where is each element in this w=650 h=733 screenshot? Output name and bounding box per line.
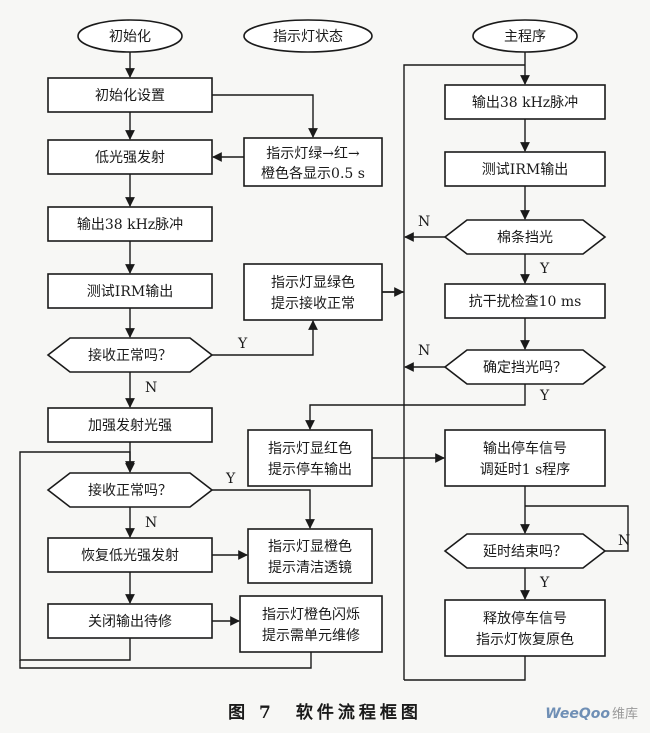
line-setup-to-cycle (212, 94, 318, 138)
box-release-line2: 指示灯恢复原色 (476, 631, 574, 648)
box-init-setup-label: 初始化设置 (95, 87, 165, 104)
box-output-pulse-right-label: 输出38 kHz脉冲 (472, 95, 578, 111)
decision-delay-done-label: 延时结束吗？ (483, 544, 567, 560)
box-release-line1: 释放停车信号 (483, 610, 567, 627)
box-anti-jam-label: 抗干扰检查10 ms (469, 294, 582, 310)
box-test-irm-left-label: 测试IRM输出 (87, 284, 173, 300)
label-confirm-no: N (418, 343, 430, 359)
box-test-irm-right-label: 测试IRM输出 (482, 162, 568, 178)
label-decision1-yes: Y (237, 336, 248, 352)
terminal-led-state-label: 指示灯状态 (273, 29, 343, 45)
box-anti-jam (444, 283, 606, 319)
box-led-green-line1: 指示灯显绿色 (271, 274, 355, 291)
decision-blocked-label: 棉条挡光 (497, 229, 553, 246)
line-decision1-yes (212, 320, 318, 356)
line-flash-bottom (19, 652, 312, 669)
decision-confirm-blocked-label: 确定挡光吗？ (483, 360, 567, 376)
label-decision2-no: N (145, 515, 157, 531)
label-blocked-yes: Y (539, 261, 550, 277)
label-blocked-no: N (418, 214, 430, 230)
terminal-main-label: 主程序 (504, 29, 546, 45)
terminal-init-label: 初始化 (109, 28, 151, 45)
box-led-orange-line2: 提示清洁透镜 (268, 560, 352, 576)
box-led-green (243, 263, 383, 321)
watermark-brand: WeeQoo (545, 706, 610, 722)
label-delay-yes: Y (539, 575, 550, 591)
decision-receive-ok-2-label: 接收正常吗？ (88, 482, 172, 499)
box-stop-signal-line1: 输出停车信号 (483, 440, 567, 457)
figure-caption: 图 7 软件流程框图 (228, 703, 422, 723)
terminal-led-state (243, 19, 373, 53)
watermark-site: 维库 (611, 707, 638, 722)
line-loop-back (19, 451, 135, 661)
line-confirm-yes (305, 384, 526, 430)
box-led-orange-line1: 指示灯显橙色 (268, 538, 352, 555)
box-test-irm-right (444, 151, 606, 187)
box-stop-signal (444, 429, 606, 487)
box-led-cycle-line1: 指示灯绿→红→ (266, 146, 360, 162)
label-confirm-yes: Y (539, 388, 550, 404)
box-shutdown-label: 关闭输出待修 (88, 614, 172, 630)
box-output-pulse-right (444, 84, 606, 120)
box-boost (47, 407, 213, 443)
decision-blocked (443, 219, 607, 255)
box-led-flash-line1: 指示灯橙色闪烁 (262, 606, 360, 623)
box-release (444, 599, 606, 657)
line-delay-no-loop (525, 505, 629, 552)
decision-receive-ok-1-label: 接收正常吗？ (88, 347, 172, 364)
box-output-pulse-left-label: 输出38 kHz脉冲 (77, 217, 183, 233)
box-led-cycle-line2: 橙色各显示0.5 s (261, 165, 365, 182)
box-boost-label: 加强发射光强 (88, 418, 172, 434)
line-release-to-bus (404, 656, 526, 681)
box-led-cycle (243, 137, 383, 187)
label-decision2-yes: Y (225, 471, 236, 487)
connectors (19, 52, 629, 681)
box-led-red (247, 429, 373, 487)
box-led-red-line1: 指示灯显红色 (268, 440, 352, 457)
label-decision1-no: N (145, 380, 157, 396)
line-main-bus (403, 64, 525, 680)
box-led-orange (247, 528, 373, 584)
box-stop-signal-line2: 调延时1 s程序 (480, 462, 571, 478)
box-restore-low-label: 恢复低光强发射 (81, 547, 179, 564)
label-delay-no: N (618, 533, 630, 549)
box-low-emit-label: 低光强发射 (95, 150, 165, 166)
box-led-green-line2: 提示接收正常 (271, 295, 355, 312)
box-led-red-line2: 提示停车输出 (268, 461, 352, 478)
box-led-flash (239, 595, 383, 653)
box-led-flash-line2: 提示需单元维修 (262, 628, 360, 644)
decision-confirm-blocked (443, 349, 607, 385)
line-decision2-yes (212, 489, 315, 529)
box-restore-low (47, 537, 213, 573)
